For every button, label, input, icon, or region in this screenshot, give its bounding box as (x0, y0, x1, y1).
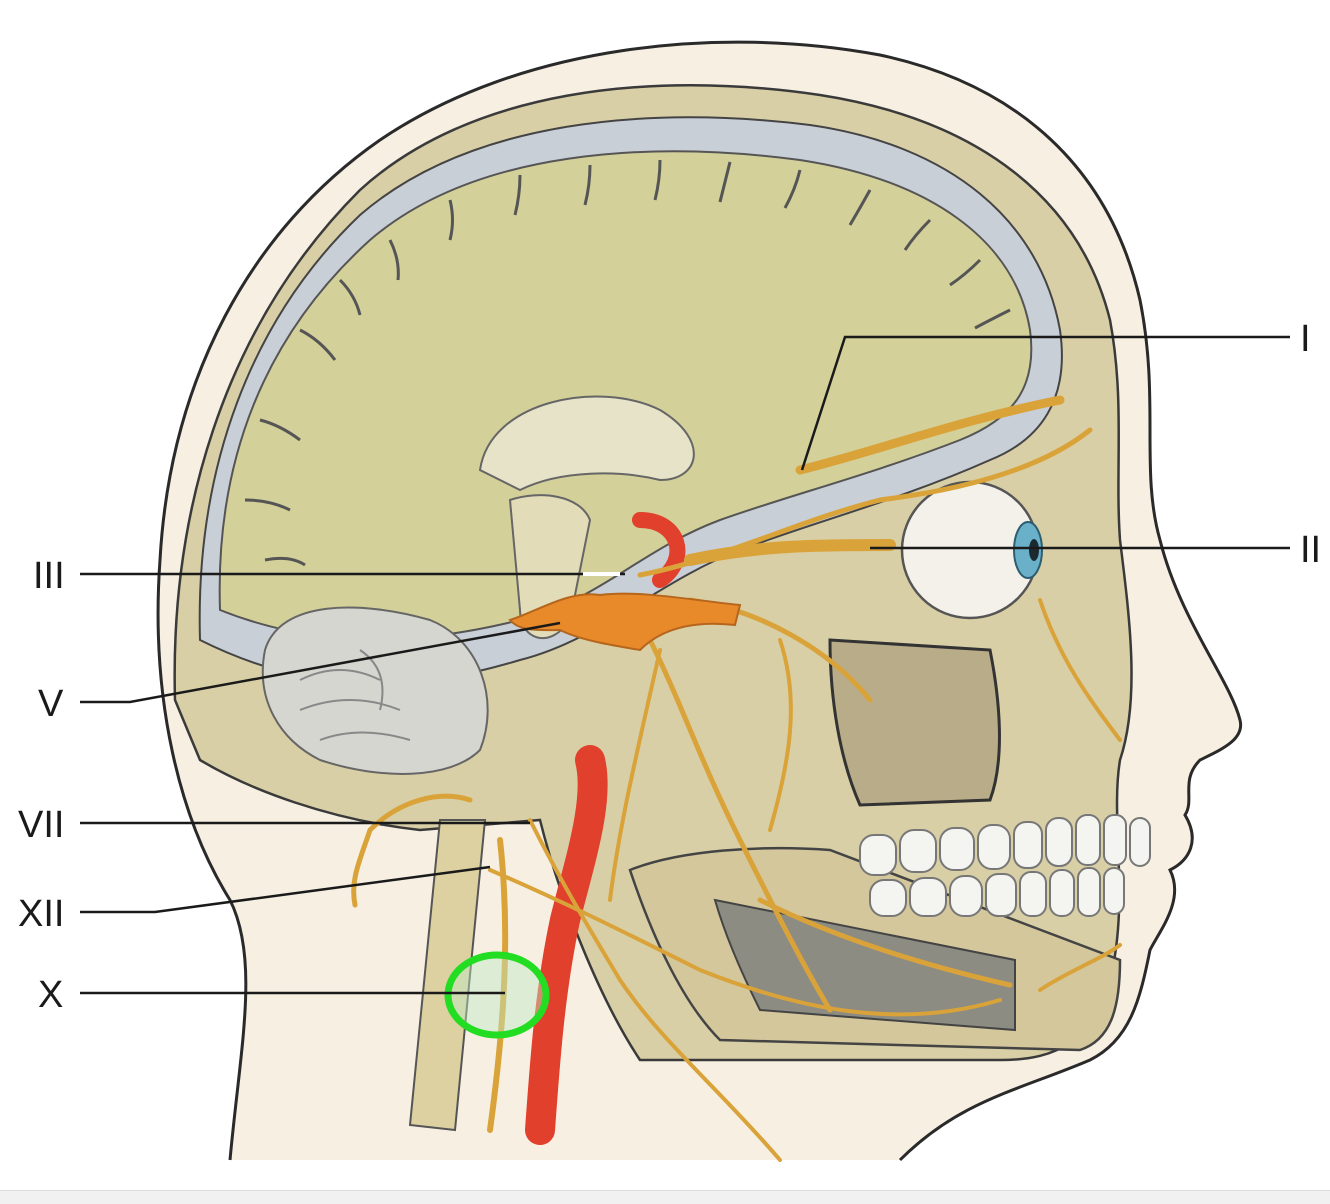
cerebellum (261, 606, 489, 775)
carotid-artery-intracranial (632, 512, 686, 588)
brain-sulci (244, 159, 1011, 567)
highlight-circle (444, 951, 550, 1039)
nerve-branches (351, 395, 1122, 1162)
label-cn-ii: II (1300, 529, 1322, 571)
teeth (859, 814, 1151, 917)
leader-line-v (80, 621, 561, 704)
cerebellum-folia (299, 649, 411, 741)
carotid-artery (525, 745, 608, 1145)
label-cn-i: I (1300, 318, 1311, 360)
leader-line-xii (80, 865, 491, 914)
mandible-marrow (713, 898, 1016, 1032)
trigeminal-ganglion (508, 592, 742, 652)
leader-line-i (800, 335, 1290, 471)
label-cn-xii: XII (18, 893, 65, 935)
orbit-window (828, 638, 1001, 807)
bottom-bar (0, 1190, 1330, 1204)
label-cn-v: V (38, 683, 64, 725)
corpus-callosum (478, 395, 695, 492)
label-cn-vii: VII (18, 804, 65, 846)
leader-lines (80, 335, 1290, 995)
vertebral-column (408, 819, 487, 1132)
label-cn-iii: III (33, 555, 65, 597)
label-cn-x: X (38, 974, 64, 1016)
